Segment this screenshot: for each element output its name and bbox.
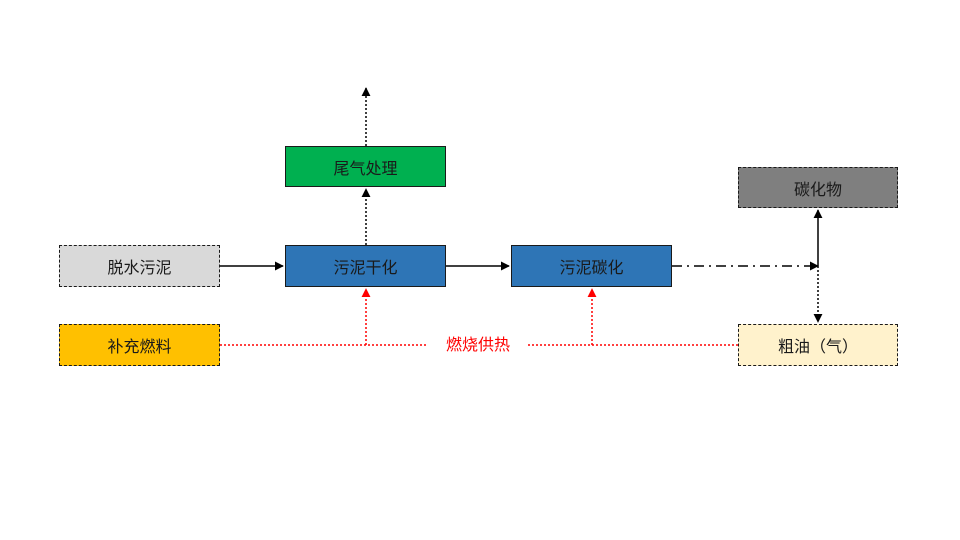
sludge-carbonization-node: 污泥碳化: [511, 245, 672, 287]
dewatered-sludge-node: 脱水污泥: [59, 245, 220, 287]
crude-oil-gas-node: 粗油（气）: [738, 324, 898, 366]
sludge-drying-label: 污泥干化: [333, 258, 398, 277]
dewatered-sludge-label: 脱水污泥: [107, 258, 172, 277]
tail-gas-treatment-node: 尾气处理: [285, 146, 446, 187]
char-label: 碳化物: [793, 179, 842, 199]
supplementary-fuel-node: 补充燃料: [59, 324, 220, 366]
tail-gas-treatment-label: 尾气处理: [333, 158, 398, 178]
sludge-drying-node: 污泥干化: [285, 245, 446, 287]
combustion-heat-label: 燃烧供热: [428, 333, 528, 357]
char-node: 碳化物: [738, 167, 898, 208]
crude-oil-gas-label: 粗油（气）: [777, 337, 858, 356]
supplementary-fuel-label: 补充燃料: [107, 337, 172, 356]
sludge-carbonization-label: 污泥碳化: [559, 258, 624, 277]
